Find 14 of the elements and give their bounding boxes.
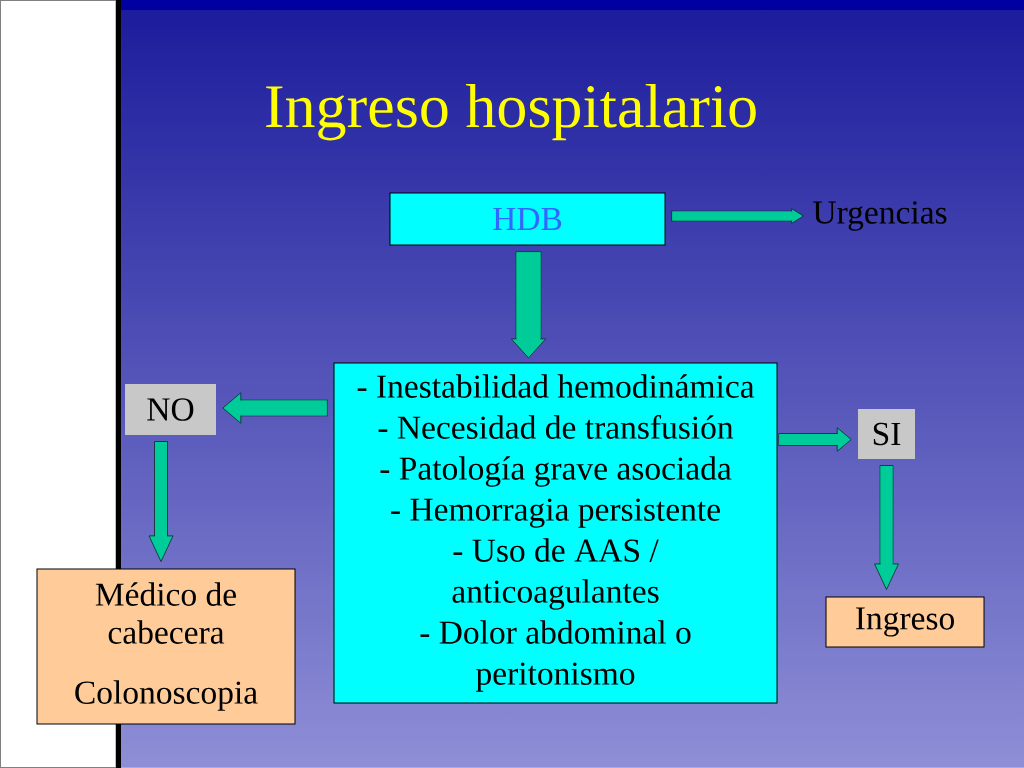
block-arrow [148, 441, 174, 562]
destination-label: Urgencias [813, 201, 947, 231]
block-arrow [874, 465, 899, 590]
block-arrow [671, 208, 804, 224]
option-box: NO [125, 384, 216, 435]
result-box: Médico de cabecera Colonoscopia [36, 568, 296, 725]
block-arrow [222, 392, 328, 424]
block-arrow [778, 427, 852, 452]
slide-title: Ingreso hospitalario [266, 84, 756, 141]
process-box: HDB [389, 192, 666, 246]
option-box: SI [858, 409, 915, 459]
result-box: Ingreso [825, 596, 985, 648]
block-arrow [510, 251, 547, 359]
criteria-box: - Inestabilidad hemodinámica - Necesidad de transfusión - Patología grave asociada - Hemorragia persistente - Uso de AAS / anticoagulantes - Dolor abdominal o peritonismo [333, 362, 778, 704]
